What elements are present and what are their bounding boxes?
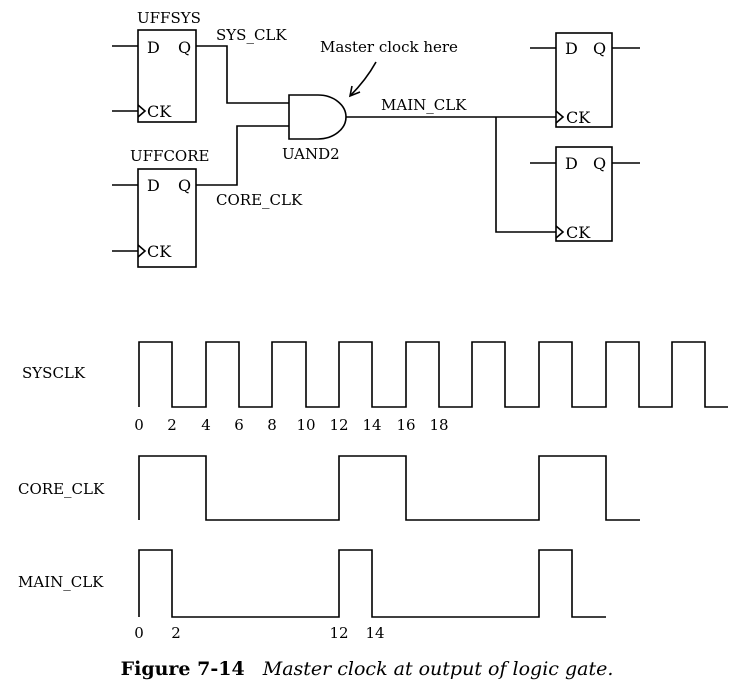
- waveform-main-clk: MAIN_CLK 0 2 12 14: [18, 549, 606, 642]
- sysclk-tick-14: 14: [362, 416, 381, 434]
- ff-out1-ck-pin: CK: [566, 108, 591, 127]
- main-clk-tick-14: 14: [365, 624, 384, 642]
- uffcore-clock-marker-icon: [137, 244, 147, 258]
- figure-caption: Figure 7-14 Master clock at output of lo…: [0, 658, 734, 680]
- ff-out2-d-pin: D: [565, 154, 578, 173]
- sysclk-tick-6: 6: [234, 416, 244, 434]
- and-gate-icon: [288, 94, 347, 140]
- master-clock-annotation: Master clock here: [320, 38, 458, 56]
- core-clk-trace: [138, 455, 640, 521]
- uffcore-name: UFFCORE: [130, 147, 209, 165]
- annotation-arrow-shaft: [349, 61, 377, 97]
- main-clk-net-label: MAIN_CLK: [381, 96, 467, 114]
- uand2-name: UAND2: [282, 145, 340, 163]
- sysclk-tick-4: 4: [201, 416, 211, 434]
- main-clk-tick-2: 2: [171, 624, 181, 642]
- main-clk-tick-12: 12: [329, 624, 348, 642]
- uffcore-body: [137, 168, 197, 268]
- annotation-arrowhead-icon: [348, 85, 361, 98]
- sysclk-tick-8: 8: [267, 416, 277, 434]
- flip-flop-uffcore: UFFCORE D Q CK: [112, 147, 209, 268]
- ff-out1-q-pin: Q: [593, 39, 606, 58]
- sysclk-tick-0: 0: [134, 416, 144, 434]
- main-clk-trace: [138, 549, 606, 618]
- uffsys-ck-pin: CK: [147, 102, 172, 121]
- uffsys-clock-marker-icon: [137, 104, 147, 118]
- figure-number: Figure 7-14: [120, 658, 245, 680]
- uffsys-name: UFFSYS: [137, 9, 201, 27]
- ff-out2-q-pin: Q: [593, 154, 606, 173]
- main-clk-label: MAIN_CLK: [18, 573, 104, 591]
- waveform-sysclk: SYSCLK 0 2 4 6 8 10 12 14 16 18: [22, 341, 728, 434]
- core-clk-label: CORE_CLK: [18, 480, 105, 498]
- ff-out2-clock-marker-icon: [555, 225, 565, 239]
- sysclk-label: SYSCLK: [22, 364, 86, 382]
- uffcore-d-pin: D: [147, 176, 160, 195]
- ff-out1-clock-marker-icon: [555, 110, 565, 124]
- flip-flop-output-2: D Q CK: [530, 146, 640, 242]
- ff-out1-d-pin: D: [565, 39, 578, 58]
- uffsys-q-pin: Q: [178, 38, 191, 57]
- flip-flop-uffsys: UFFSYS D Q CK: [112, 9, 201, 123]
- main-clk-tick-0: 0: [134, 624, 144, 642]
- core-clk-net: [196, 125, 289, 186]
- sysclk-tick-10: 10: [296, 416, 315, 434]
- uffcore-q-pin: Q: [178, 176, 191, 195]
- uffcore-ck-pin: CK: [147, 242, 172, 261]
- sysclk-tick-2: 2: [167, 416, 177, 434]
- sysclk-tick-16: 16: [396, 416, 415, 434]
- and-gate-uand2: UAND2: [282, 94, 347, 163]
- sys-clk-net: [196, 45, 289, 104]
- ff-out1-body: [555, 32, 613, 128]
- ff-out2-ck-pin: CK: [566, 223, 591, 242]
- main-clk-net-to-ff2: [495, 117, 556, 233]
- ff-out2-body: [555, 146, 613, 242]
- core-clk-net-label: CORE_CLK: [216, 191, 303, 209]
- uffsys-d-pin: D: [147, 38, 160, 57]
- sysclk-tick-12: 12: [329, 416, 348, 434]
- sysclk-tick-18: 18: [429, 416, 448, 434]
- sys-clk-net-label: SYS_CLK: [216, 26, 287, 44]
- flip-flop-output-1: D Q CK: [530, 32, 640, 128]
- uffsys-body: [137, 29, 197, 123]
- waveform-core-clk: CORE_CLK: [18, 455, 640, 521]
- figure-caption-text: Master clock at output of logic gate.: [262, 658, 614, 680]
- sysclk-trace: [138, 341, 728, 408]
